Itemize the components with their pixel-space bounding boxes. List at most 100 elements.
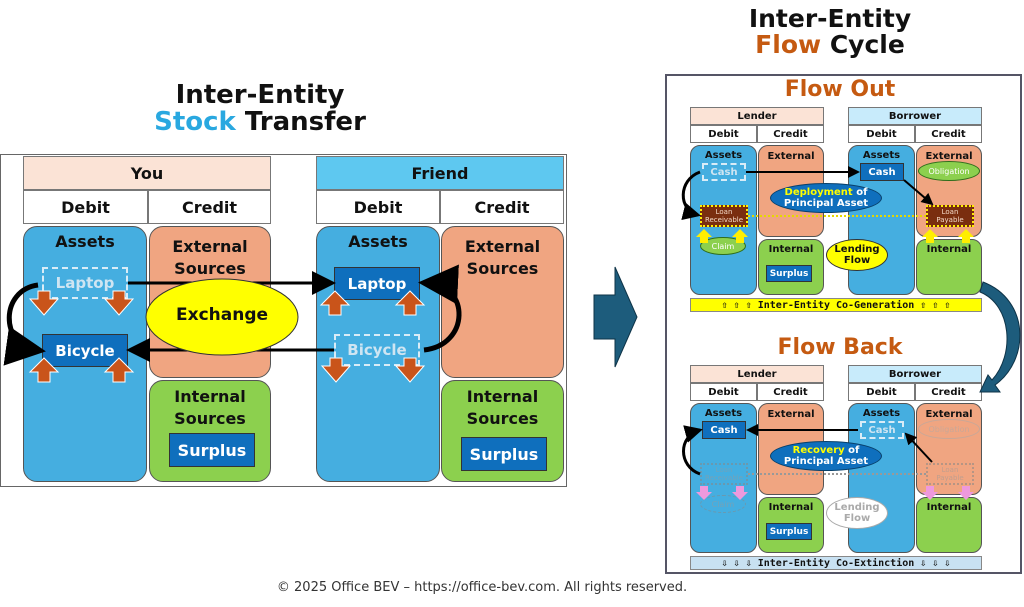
flow-out-up-arrow-2 bbox=[732, 229, 748, 243]
flow-back-down-arrow-1 bbox=[696, 486, 712, 500]
flow_back-principal-line2: Principal Asset bbox=[783, 456, 869, 467]
flow_out-borrower-cash: Cash bbox=[860, 163, 904, 181]
flow_out-principal-accent: Deployment bbox=[784, 187, 853, 198]
flow_back-title: Flow Back bbox=[777, 335, 903, 360]
flow_out-loan-receivable-l1: Loan bbox=[715, 208, 733, 216]
flow_out-loan-receivable-l2: Receivable bbox=[704, 216, 744, 224]
flow_out-borrower-header: Borrower bbox=[848, 107, 982, 125]
friend-up-arrow-right bbox=[394, 290, 426, 316]
friend-down-arrow-left bbox=[320, 357, 352, 383]
you-laptop-ghost: Laptop bbox=[42, 267, 128, 299]
flow-out-up-arrow-4 bbox=[958, 229, 974, 243]
friend-external-column bbox=[441, 226, 564, 378]
flow_out-obligation-bubble: Obligation bbox=[918, 161, 980, 181]
you-surplus-box: Surplus bbox=[169, 433, 255, 467]
flow_out-principal-line1: Deployment of bbox=[785, 187, 868, 198]
cycle-return-arrow-icon bbox=[979, 281, 1021, 393]
flow_back-lender-external-label: External bbox=[767, 409, 815, 420]
flow_back-principal-bubble: Recovery of Principal Asset bbox=[770, 441, 882, 471]
flow_out-title: Flow Out bbox=[784, 77, 896, 102]
you-swap-curve-arrow bbox=[3, 282, 46, 366]
title-accent-word: Stock bbox=[154, 107, 236, 138]
flow_back-principal-line1: Recovery of bbox=[793, 445, 860, 456]
exchange-label: Exchange bbox=[175, 305, 269, 325]
flow_back-borrower-cash: Cash bbox=[860, 421, 904, 439]
flow_back-loan-receivable-l2: Receivable bbox=[704, 474, 744, 482]
flow_out-lender-debit: Debit bbox=[690, 125, 757, 143]
flow_back-lender-surplus: Surplus bbox=[766, 523, 812, 540]
flow_out-borrower-internal-col bbox=[916, 239, 982, 295]
flow_out-claim-bubble: Claim bbox=[700, 237, 746, 255]
you-internal-line-2: Sources bbox=[174, 409, 246, 428]
you-internal-line-1: Internal bbox=[174, 387, 246, 406]
you-bicycle-box: Bicycle bbox=[42, 334, 128, 367]
exchange-ellipse bbox=[145, 278, 299, 356]
flow_back-loan-receivable: Loan Receivable bbox=[700, 463, 748, 485]
you-up-arrow-left bbox=[28, 357, 60, 383]
flow_out-lending-l2: Flow bbox=[843, 255, 871, 266]
flow_back-borrower-credit: Credit bbox=[915, 383, 982, 401]
you-header: You bbox=[23, 156, 271, 190]
flow_out-principal-of: of bbox=[856, 187, 868, 198]
flow_out-lender-header: Lender bbox=[690, 107, 824, 125]
flow_out-loan-payable-l2: Payable bbox=[936, 216, 964, 224]
flow_out-loan-payable-l1: Loan bbox=[941, 208, 959, 216]
flow_back-borrower-assets-col bbox=[848, 403, 915, 553]
flow_back-principal-accent: Recovery bbox=[792, 445, 845, 456]
flow_back-lender-assets-label: Assets bbox=[704, 408, 743, 419]
flow_out-lending-flow-bubble: Lending Flow bbox=[826, 239, 888, 271]
flow-back-down-arrow-2 bbox=[732, 486, 748, 500]
flow_back-obligation-bubble: Obligation bbox=[918, 419, 980, 439]
flow_back-banner: ⇩ ⇩ ⇩ Inter-Entity Co-Extinction ⇩ ⇩ ⇩ bbox=[690, 556, 982, 570]
flow_back-borrower-internal-label: Internal bbox=[926, 502, 972, 513]
flow_out-lending-l1: Lending bbox=[834, 244, 880, 255]
you-internal-label: Internal Sources bbox=[149, 386, 271, 430]
flow_back-lender-credit: Credit bbox=[757, 383, 824, 401]
friend-internal-line-2: Sources bbox=[466, 409, 539, 428]
flow_out-banner: ⇧ ⇧ ⇧ Inter-Entity Co-Generation ⇧ ⇧ ⇧ bbox=[690, 298, 982, 312]
flow_back-lender-internal-label: Internal bbox=[768, 502, 814, 513]
flow-back-down-arrow-3 bbox=[922, 486, 938, 500]
flow_back-loan-payable-l2: Payable bbox=[936, 474, 964, 482]
flow_back-borrower-assets-label: Assets bbox=[862, 408, 901, 419]
friend-credit-header: Credit bbox=[440, 190, 564, 224]
flow-back-payable-to-cash bbox=[904, 432, 933, 463]
you-external-line-1: External bbox=[172, 237, 248, 256]
stock-transfer-title: Inter-Entity Stock Transfer bbox=[100, 80, 420, 138]
flow_out-lender-external-label: External bbox=[767, 151, 815, 162]
friend-internal-label: Internal Sources bbox=[441, 386, 564, 430]
stock-transfer-frame bbox=[0, 154, 567, 487]
you-down-arrow-right bbox=[103, 290, 135, 316]
you-down-arrow-left bbox=[28, 290, 60, 316]
flow_back-principal-of: of bbox=[848, 445, 860, 456]
you-debit-header: Debit bbox=[23, 190, 148, 224]
flow_back-loan-receivable-l1: Loan bbox=[715, 466, 733, 474]
flow_out-principal-line2: Principal Asset bbox=[783, 198, 869, 209]
flow_out-borrower-credit: Credit bbox=[915, 125, 982, 143]
flow_out-borrower-external-label: External bbox=[925, 151, 973, 162]
friend-internal-line-1: Internal bbox=[466, 387, 539, 406]
flow-cycle-frame bbox=[665, 74, 1022, 574]
friend-external-line-2: Sources bbox=[466, 259, 539, 278]
flow_back-borrower-debit: Debit bbox=[848, 383, 915, 401]
friend-assets-label: Assets bbox=[348, 232, 408, 251]
flow_back-lending-l1: Lending bbox=[834, 502, 880, 513]
friend-down-arrow-right bbox=[394, 357, 426, 383]
flow_back-borrower-internal-col bbox=[916, 497, 982, 553]
flow_back-lending-l2: Flow bbox=[843, 513, 871, 524]
flow-back-down-arrow-4 bbox=[958, 486, 974, 500]
friend-header: Friend bbox=[316, 156, 564, 190]
title-line-1: Inter-Entity bbox=[175, 80, 345, 110]
flow-title-line-2: Flow Cycle bbox=[680, 32, 980, 58]
flow-back-lender-curve bbox=[682, 425, 703, 476]
friend-up-arrow-left bbox=[319, 290, 351, 316]
you-external-label: External Sources bbox=[149, 236, 271, 280]
flow-out-cash-to-payable bbox=[903, 179, 934, 206]
flow_out-loan-receivable: Loan Receivable bbox=[700, 205, 748, 227]
flow_out-borrower-internal-label: Internal bbox=[926, 244, 972, 255]
flow_out-borrower-assets-label: Assets bbox=[862, 150, 901, 161]
friend-swap-curve-arrow bbox=[418, 264, 462, 353]
footer-copyright: © 2025 Office BEV – https://office-bev.c… bbox=[276, 580, 688, 595]
friend-laptop-box: Laptop bbox=[334, 267, 420, 300]
flow-title-accent: Flow bbox=[755, 30, 822, 60]
